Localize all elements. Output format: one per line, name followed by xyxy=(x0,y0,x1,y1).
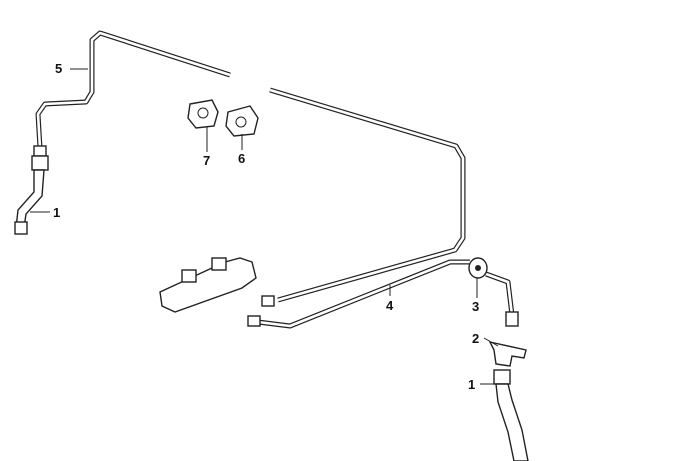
callout-1-right: 1 xyxy=(468,377,476,392)
callout-6: 6 xyxy=(238,151,246,166)
fitting xyxy=(247,295,519,327)
callout-7: 7 xyxy=(203,153,211,168)
hose-1-right xyxy=(493,369,529,461)
hose-1-left xyxy=(14,145,49,235)
leader-lines xyxy=(30,68,499,385)
master-cylinder xyxy=(159,257,257,313)
callout-1-left: 1 xyxy=(53,205,61,220)
callout-3: 3 xyxy=(472,299,480,314)
callout-4: 4 xyxy=(386,298,394,313)
brake-line-5 xyxy=(35,30,466,303)
valve-6 xyxy=(225,105,259,137)
callout-2: 2 xyxy=(472,331,480,346)
valve-7 xyxy=(187,99,219,129)
grommet-3 xyxy=(468,257,488,279)
callout-5: 5 xyxy=(55,61,63,76)
brake-line-4 xyxy=(257,259,515,329)
clip-2 xyxy=(488,340,527,367)
